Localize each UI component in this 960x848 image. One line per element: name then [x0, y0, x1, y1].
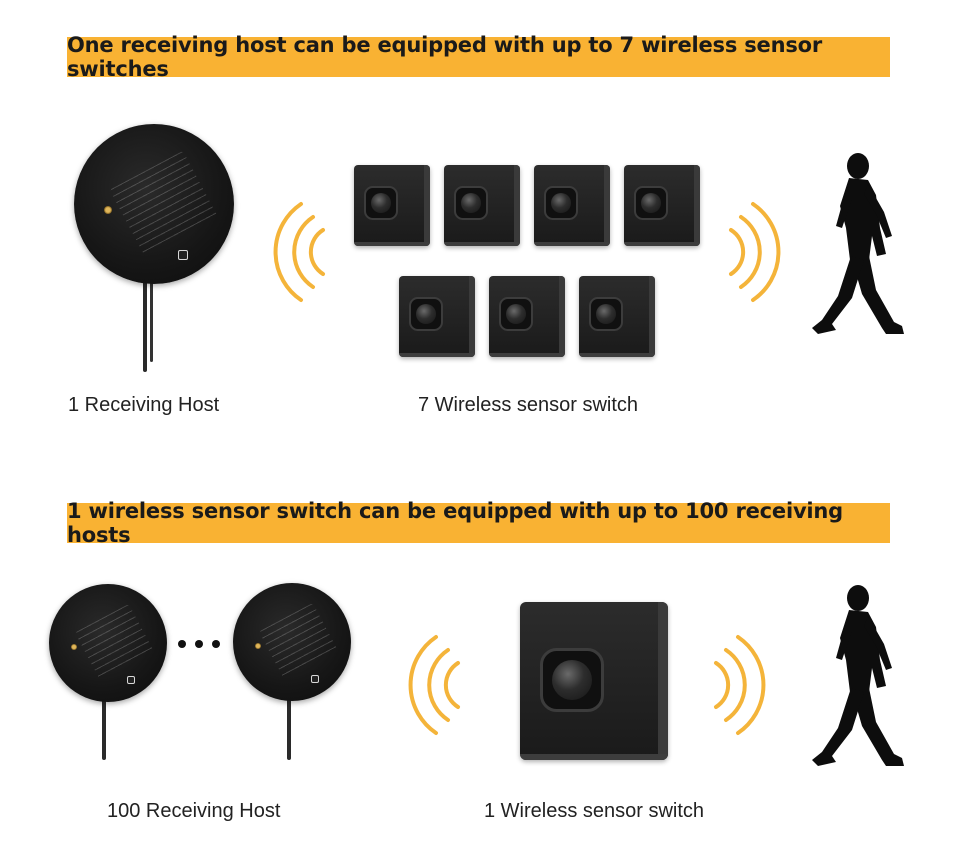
wireless-sensor-icon — [444, 165, 520, 246]
section2-banner: 1 wireless sensor switch can be equipped… — [67, 499, 890, 547]
ellipsis-icon — [178, 640, 220, 648]
walking-person-icon — [806, 582, 910, 776]
sensor-caption: 1 Wireless sensor switch — [484, 800, 705, 822]
wireless-sensor-icon — [399, 276, 475, 357]
sensor-caption: 7 Wireless sensor switch — [418, 394, 639, 416]
signal-wave-icon — [712, 633, 774, 737]
host-caption: 100 Receiving Host — [107, 800, 281, 822]
wireless-sensor-icon — [354, 165, 430, 246]
signal-wave-icon — [400, 633, 462, 737]
wireless-sensor-icon — [624, 165, 700, 246]
wireless-sensor-icon — [579, 276, 655, 357]
wireless-sensor-icon — [534, 165, 610, 246]
wireless-sensor-icon — [520, 602, 668, 760]
signal-wave-icon — [265, 200, 327, 304]
wireless-sensor-icon — [489, 276, 565, 357]
signal-wave-icon — [727, 200, 789, 304]
section1-banner: One receiving host can be equipped with … — [67, 33, 890, 81]
host-caption: 1 Receiving Host — [68, 394, 220, 416]
walking-person-icon — [806, 150, 910, 344]
